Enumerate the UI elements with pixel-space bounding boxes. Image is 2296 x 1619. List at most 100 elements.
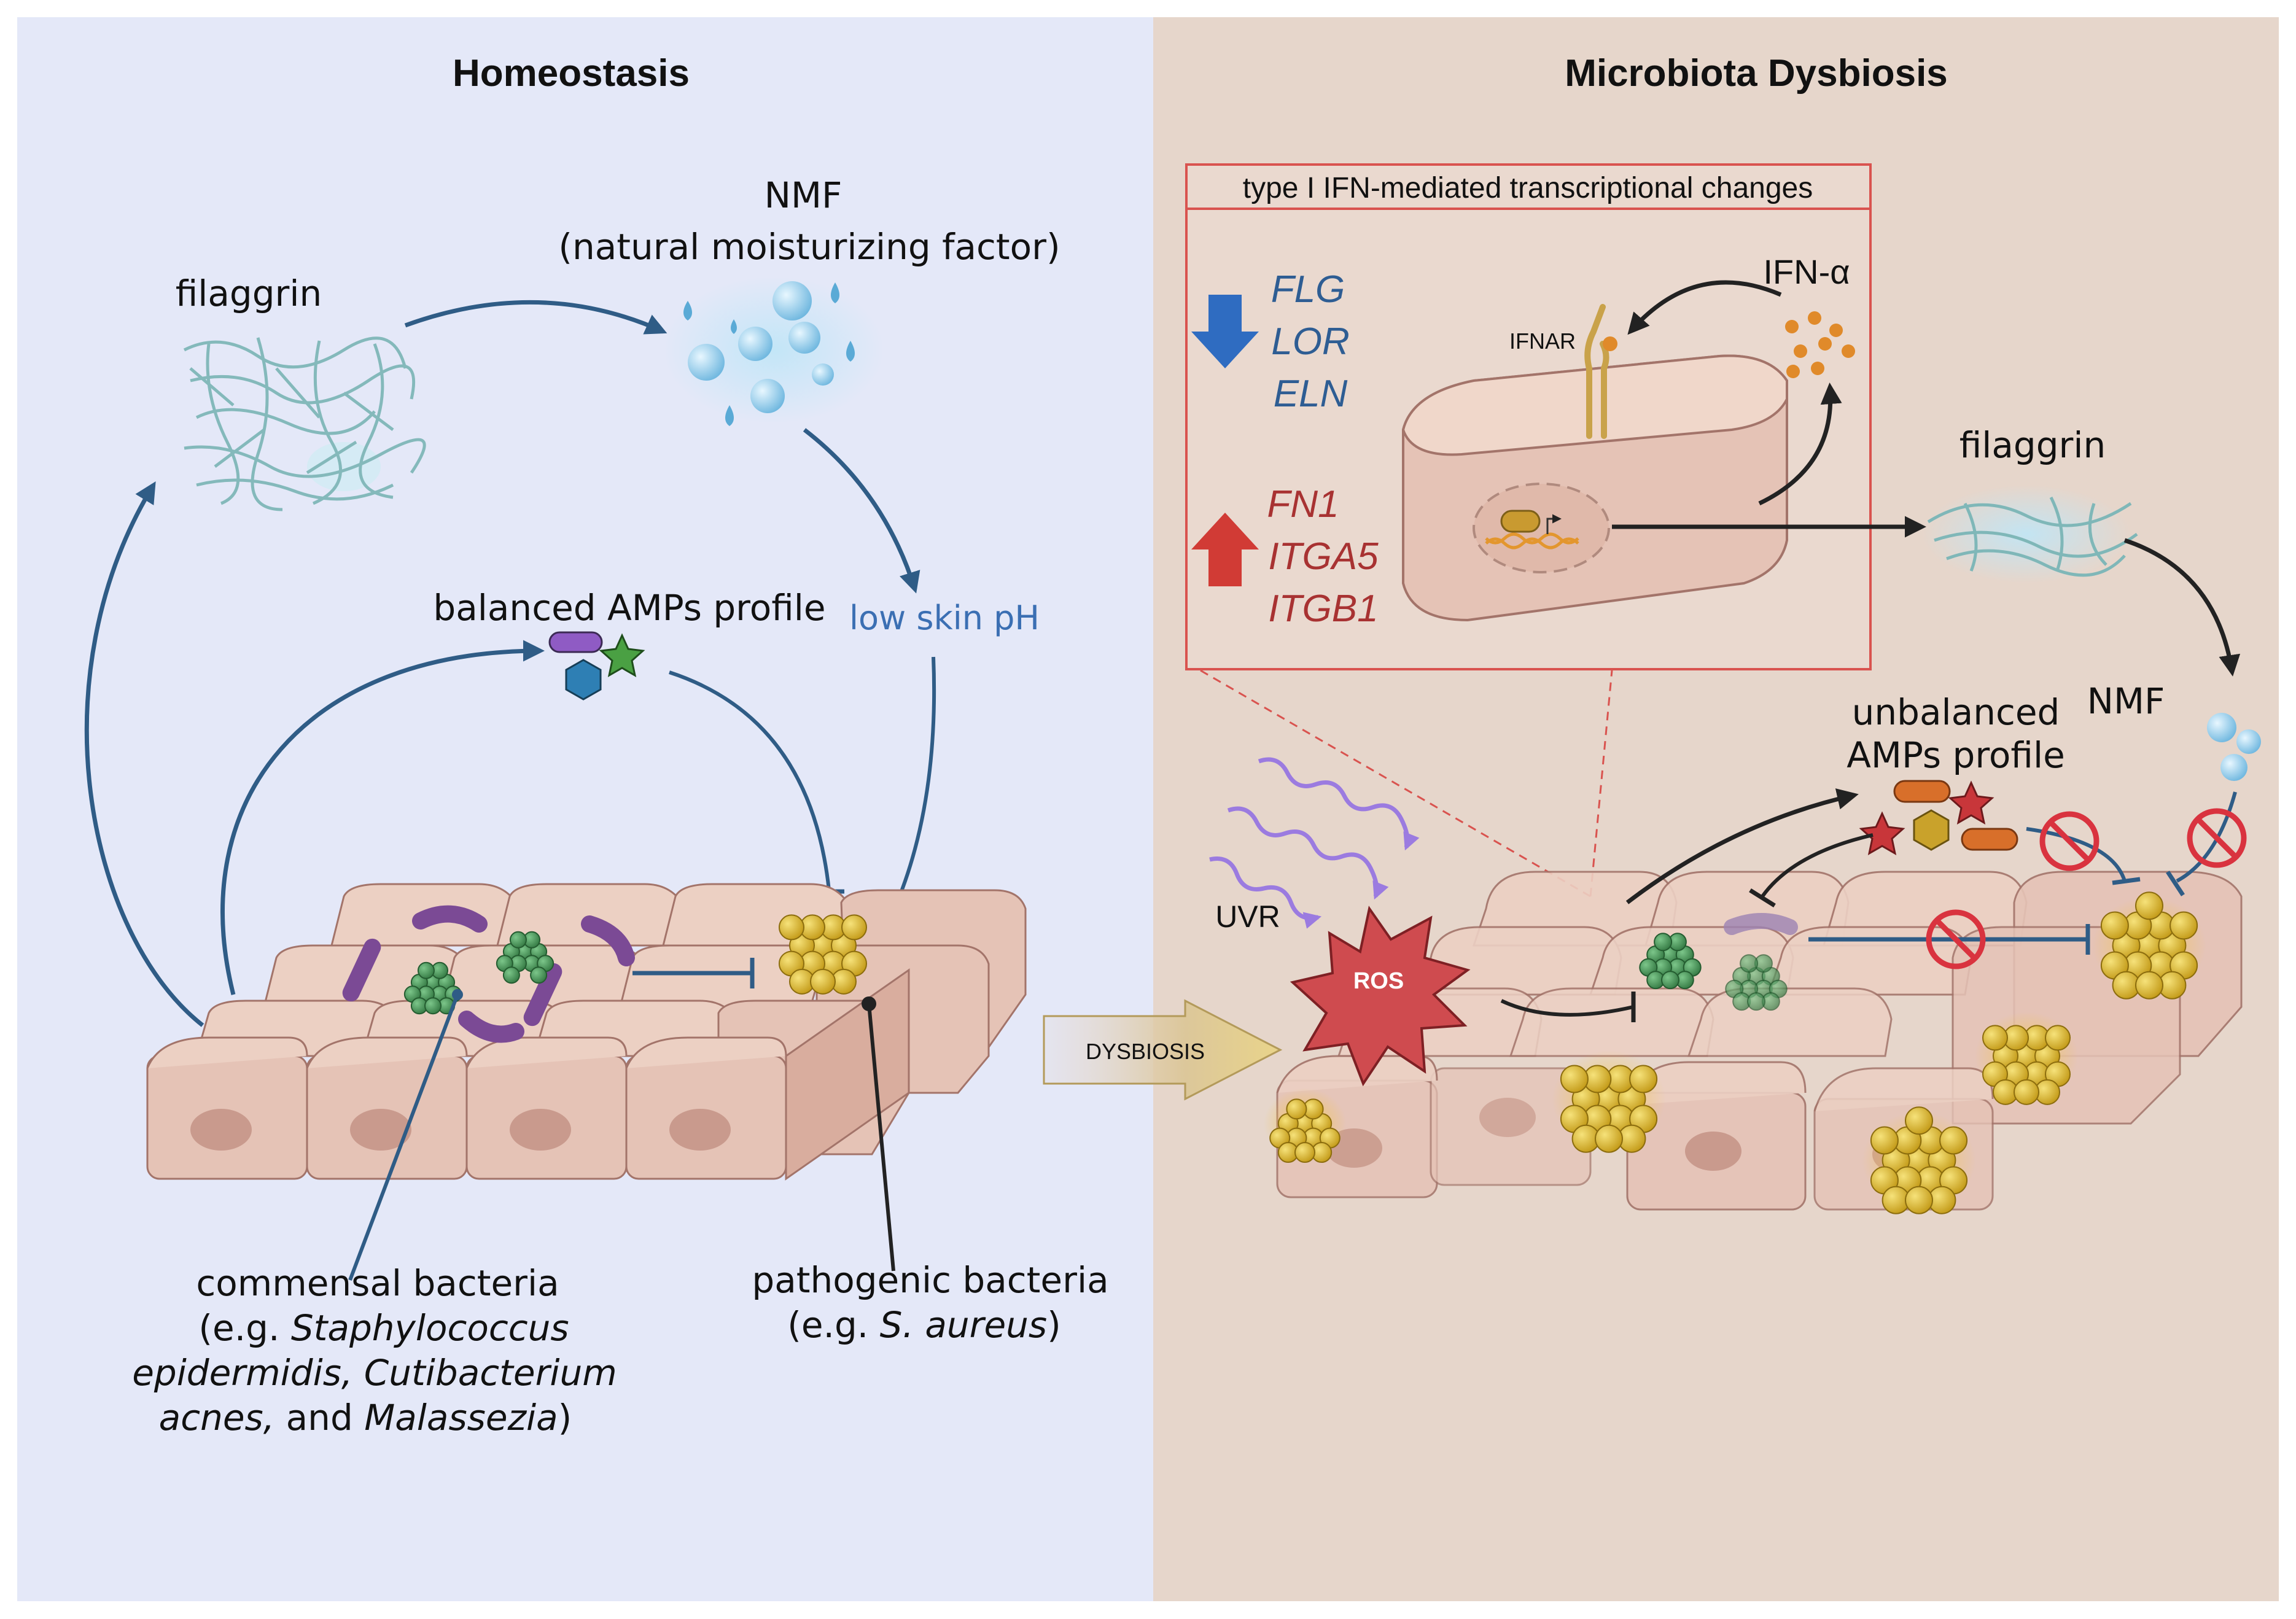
filaggrin-fibers-icon <box>183 336 426 511</box>
coccus-cell <box>1939 1126 1968 1155</box>
unbalanced-amp-molecules-icon <box>1859 780 2018 855</box>
pathogen-cluster-left <box>779 914 867 995</box>
coccus-cell <box>417 961 435 979</box>
coccus-cell <box>1905 1106 1933 1135</box>
commensal-cluster-2 <box>496 931 555 984</box>
commensal-bacteria-icon <box>342 905 635 1043</box>
amp-molecules-icon <box>548 631 645 701</box>
gene-up-2: ITGA5 <box>1268 535 1379 578</box>
coccus-cell <box>424 997 442 1015</box>
inhibit-amps-to-commensal <box>1761 833 1874 898</box>
coccus-cell <box>1294 1142 1315 1163</box>
pathogen-cluster-right-4 <box>1975 1012 2078 1105</box>
coccus-cell <box>1661 971 1679 990</box>
zoom-line-right <box>1589 670 1613 897</box>
pathogen-cluster-right-5 <box>1263 1088 1347 1163</box>
ifn-alpha-molecules-icon <box>1785 311 1855 378</box>
commensal-rod-faded <box>1724 913 1798 935</box>
uvr-waves-icon <box>1209 757 1420 929</box>
pathogen-cluster-right-1 <box>2092 891 2206 1000</box>
commensal-line4: acnes, and Malassezia) <box>159 1397 572 1438</box>
inset-title: type I IFN-mediated transcriptional chan… <box>1243 172 1813 204</box>
commensal-line1: commensal bacteria <box>196 1262 559 1304</box>
pathogenic-caption: pathogenic bacteria (e.g. S. aureus) <box>752 1259 1108 1346</box>
gene-down-1: FLG <box>1271 268 1345 311</box>
dysbiosis-arrow-label: DYSBIOSIS <box>1086 1039 1205 1064</box>
coccus-cell <box>841 914 867 941</box>
left-nmf-fullname: (natural moisturizing factor) <box>558 226 1060 268</box>
inhibit-ph-to-pathogen <box>889 656 936 919</box>
prohibit-icon-commensal <box>1926 909 1986 969</box>
arrow-skin-to-amps <box>220 640 545 995</box>
left-filaggrin-label: filaggrin <box>176 273 322 314</box>
arrow-filaggrin-to-nmf <box>404 300 667 335</box>
coccus-cell <box>2135 971 2163 1000</box>
right-nmf-droplets-icon <box>2207 713 2261 781</box>
coccus-cell <box>2170 911 2198 940</box>
ifn-inset: type I IFN-mediated transcriptional chan… <box>1185 163 1872 670</box>
commensal-cluster-right-1 <box>1639 933 1702 990</box>
dysbiosis-title: Microbiota Dysbiosis <box>1565 52 1948 95</box>
coccus-cell <box>2100 911 2129 940</box>
coccus-cell <box>1747 992 1765 1011</box>
gene-up-1: FN1 <box>1267 483 1339 526</box>
ifn-alpha-label: IFN-α <box>1763 252 1850 291</box>
arrow-skin-to-filaggrin <box>84 481 204 1027</box>
uvr-label: UVR <box>1215 899 1280 934</box>
arrow-cell-to-ifn <box>1758 382 1842 506</box>
ifnar-label: IFNAR <box>1509 328 1576 354</box>
arrow-filaggrin-to-nmf-right <box>2123 538 2241 677</box>
homeostasis-title: Homeostasis <box>453 52 690 95</box>
pathogenic-line2: (e.g. S. aureus) <box>787 1304 1061 1346</box>
commensal-line3: epidermidis, Cutibacterium <box>132 1352 617 1394</box>
pointer-pathogenic <box>867 1003 895 1272</box>
ifnar-receptor-icon <box>1584 304 1617 439</box>
coccus-cell <box>1654 933 1673 952</box>
coccus-cell <box>1740 954 1759 973</box>
coccus-cell <box>810 968 836 995</box>
ros-burst-icon: ROS <box>1290 906 1471 1087</box>
arrow-down-icon <box>1191 295 1259 368</box>
pointer-commensal <box>348 993 459 1281</box>
pathogen-cluster-right-3 <box>1862 1106 1976 1214</box>
coccus-cell <box>779 914 804 941</box>
low-skin-ph-label: low skin pH <box>849 599 1040 637</box>
inset-nucleus <box>1473 483 1610 573</box>
arrow-up-icon <box>1191 513 1259 586</box>
commensal-cluster-right-2 <box>1725 954 1788 1011</box>
left-nmf-label: NMF <box>765 174 843 216</box>
unbalanced-amps-line1: unbalanced <box>1852 691 2060 733</box>
pathogen-cluster-right-2 <box>1552 1050 1666 1153</box>
nmf-droplets-icon <box>663 276 884 426</box>
coccus-cell <box>1870 1126 1899 1155</box>
coccus-cell <box>530 966 548 984</box>
unbalanced-amps-line2: AMPs profile <box>1847 734 2065 776</box>
coccus-cell <box>2045 1025 2071 1051</box>
gene-down-2: LOR <box>1271 320 1349 363</box>
coccus-cell <box>1982 1025 2008 1051</box>
inhibit-nmf-to-pathogen-right <box>2176 791 2237 883</box>
arrow-skin-to-unbalanced-amps <box>1625 788 1859 904</box>
balanced-amps-label: balanced AMPs profile <box>433 587 825 629</box>
right-nmf-label: NMF <box>2087 680 2165 722</box>
coccus-cell <box>502 966 520 984</box>
commensal-caption: commensal bacteria (e.g. Staphylococcus … <box>132 1262 617 1438</box>
prohibit-icon-nmf <box>2187 808 2247 868</box>
arrow-nmf-to-ph <box>803 428 920 594</box>
gene-down-3: ELN <box>1274 373 1348 415</box>
gene-up-3: ITGB1 <box>1268 588 1378 630</box>
coccus-cell <box>1286 1098 1307 1120</box>
coccus-cell <box>1629 1065 1658 1093</box>
inhibit-ros-to-commensal <box>1500 999 1634 1017</box>
pathogenic-line1: pathogenic bacteria <box>752 1259 1108 1301</box>
coccus-cell <box>2135 891 2163 920</box>
commensal-line2: (e.g. Staphylococcus <box>198 1307 569 1349</box>
right-filaggrin-label: filaggrin <box>1959 424 2106 466</box>
right-filaggrin-fibers-icon <box>1922 485 2138 583</box>
coccus-cell <box>1905 1186 1933 1214</box>
coccus-cell <box>1595 1124 1623 1153</box>
inhibit-amps-to-pathogen <box>669 670 831 891</box>
zoom-line-left <box>1200 669 1591 898</box>
